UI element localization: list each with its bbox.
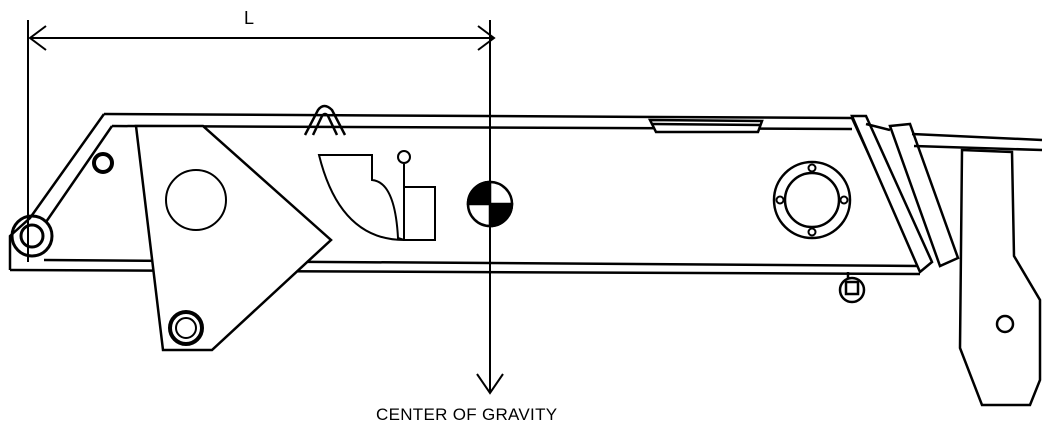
bottom-hook bbox=[838, 272, 866, 304]
dimension-arrow-right bbox=[477, 25, 496, 51]
boom-nose bbox=[8, 113, 106, 270]
round-flange bbox=[772, 160, 852, 240]
cg-arrow bbox=[476, 373, 504, 395]
boom-bottom-edge-lower bbox=[9, 268, 921, 276]
dimension-l bbox=[27, 20, 496, 262]
plate-pin-bottom bbox=[168, 310, 204, 346]
small-hole bbox=[92, 152, 114, 174]
extension-arm bbox=[911, 132, 1042, 407]
plate-large-hole bbox=[165, 169, 227, 231]
lifting-handle bbox=[303, 104, 347, 136]
top-pad bbox=[647, 118, 764, 134]
dimension-arrow-left bbox=[28, 25, 47, 51]
cg-label: CENTER OF GRAVITY bbox=[376, 405, 557, 424]
extension-hole bbox=[995, 314, 1015, 334]
dimension-label: L bbox=[244, 8, 254, 28]
boom-nose-inner bbox=[44, 125, 114, 223]
boom-top-edge-outer bbox=[103, 112, 853, 120]
pivot-pin bbox=[10, 214, 54, 258]
cg-line bbox=[476, 20, 504, 395]
end-straps bbox=[850, 114, 960, 275]
side-plate bbox=[134, 124, 333, 352]
arc-bracket bbox=[317, 150, 436, 241]
